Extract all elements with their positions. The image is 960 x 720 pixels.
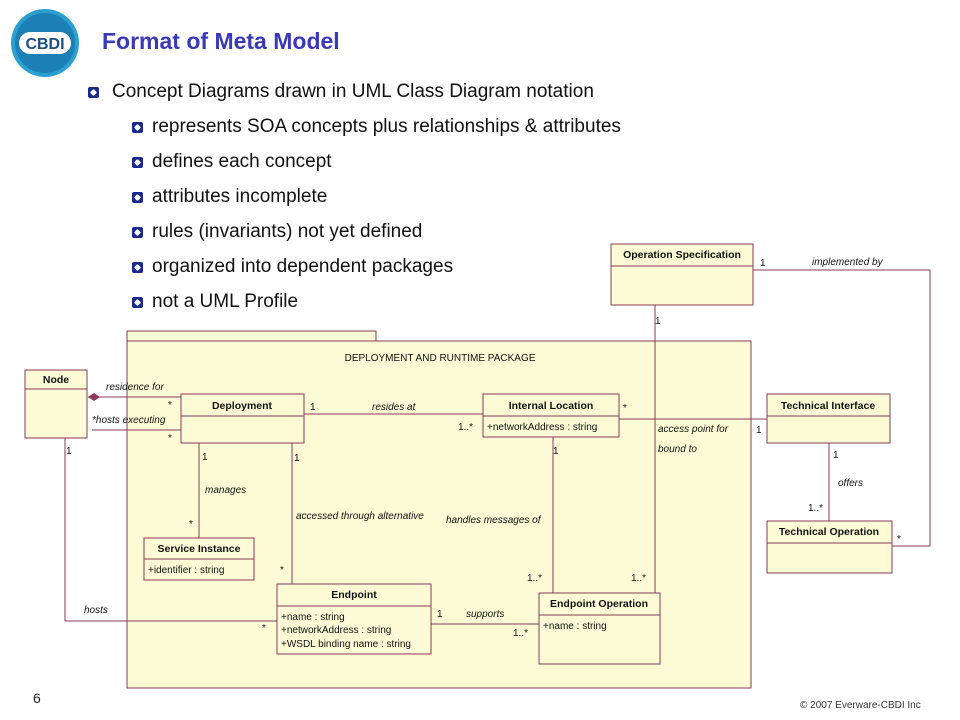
class-attribute: +WSDL binding name : string [281, 639, 411, 650]
bullet-icon [88, 87, 99, 98]
bullet-item: defines each concept [108, 150, 621, 174]
bullet-text: rules (invariants) not yet defined [152, 221, 423, 242]
rel-implemented-by: implemented by [812, 257, 884, 268]
rel-residence-for: residence for [106, 382, 164, 393]
bullet-item: Concept Diagrams drawn in UML Class Diag… [88, 80, 621, 104]
copyright: © 2007 Everware-CBDI Inc [800, 700, 921, 711]
mult-ti-access: 1 [756, 425, 762, 436]
class-technical-operation: Technical Operation [766, 520, 893, 574]
relationship-labels: residence for *hosts executing resides a… [84, 257, 884, 620]
class-endpoint: Endpoint +name : string +networkAddress … [276, 583, 432, 655]
rel-resides-at: resides at [372, 402, 417, 413]
bullet-icon [132, 227, 143, 238]
mult-node-residence: * [168, 400, 172, 411]
mult-eo-supports: 1..* [513, 628, 528, 639]
rel-supports: supports [466, 609, 504, 620]
mult-ti-offers: 1 [833, 450, 839, 461]
class-name: Technical Operation [779, 526, 879, 538]
mult-endpoint-deploy: * [280, 565, 284, 576]
rel-manages: manages [205, 485, 246, 496]
rel-accessed-through: accessed through alternative [296, 511, 424, 522]
package-name: DEPLOYMENT AND RUNTIME PACKAGE [345, 353, 536, 364]
bullet-icon [132, 122, 143, 133]
rel-hosts: hosts [84, 605, 108, 616]
mult-eo-handles: 1..* [527, 573, 542, 584]
rel-bound-to: bound to [658, 444, 697, 455]
bullet-icon [132, 262, 143, 273]
mult-eo-os: 1..* [631, 573, 646, 584]
class-name: Node [43, 374, 69, 386]
class-endpoint-operation: Endpoint Operation +name : string [538, 592, 661, 665]
class-name: Endpoint [331, 589, 377, 601]
class-attribute: +networkAddress : string [487, 422, 597, 433]
class-attribute: +name : string [281, 612, 345, 623]
bullet-icon [132, 297, 143, 308]
rel-hosts-executing: *hosts executing [92, 415, 166, 426]
page-title: Format of Meta Model [102, 28, 340, 54]
multiplicity-labels: * * 1 1 1..* * 1 * 1 * * 1 1..* 1 1..* 1… [66, 258, 901, 639]
bullet-list: Concept Diagrams drawn in UML Class Diag… [88, 80, 621, 325]
mult-deploy-endpoint: 1 [294, 453, 300, 464]
mult-deploy-resides: 1 [310, 402, 316, 413]
logo-text: CBDI [25, 36, 64, 53]
class-attribute: +name : string [543, 621, 607, 632]
rel-handles-messages: handles messages of [446, 515, 542, 526]
class-attribute: +networkAddress : string [281, 625, 391, 636]
class-service-instance: Service Instance +identifier : string [143, 537, 255, 581]
bullet-text: attributes incomplete [152, 186, 328, 207]
class-name: Service Instance [158, 543, 241, 555]
bullet-icon [132, 157, 143, 168]
mult-il-tech-interface: * [623, 403, 627, 414]
rel-access-point-for: access point for [658, 424, 729, 435]
bullet-text: defines each concept [152, 151, 332, 172]
bullet-item: rules (invariants) not yet defined [108, 220, 621, 244]
mult-to-offers: 1..* [808, 503, 823, 514]
class-internal-location: Internal Location +networkAddress : stri… [482, 393, 620, 438]
bullet-item: organized into dependent packages [108, 255, 621, 279]
bullet-icon [132, 192, 143, 203]
associations [64, 269, 931, 625]
mult-deploy-manages: 1 [202, 452, 208, 463]
bullet-item: represents SOA concepts plus relationshi… [108, 115, 621, 139]
class-technical-interface: Technical Interface [766, 393, 891, 444]
mult-to-implemented: * [897, 534, 901, 545]
mult-node-hosts: 1 [66, 446, 72, 457]
class-name: Internal Location [509, 400, 594, 412]
mult-endpoint-hosts: * [262, 623, 266, 634]
mult-os-eo: 1 [655, 316, 661, 327]
mult-si-manages: * [189, 519, 193, 530]
mult-os-implemented: 1 [760, 258, 766, 269]
cbdi-logo: CBDI [11, 9, 79, 77]
class-attribute: +identifier : string [148, 565, 224, 576]
class-node: Node [24, 369, 88, 439]
class-name: Endpoint Operation [550, 598, 648, 610]
class-deployment: Deployment [180, 393, 305, 444]
bullet-text: not a UML Profile [152, 291, 299, 312]
bullet-text: Concept Diagrams drawn in UML Class Diag… [112, 81, 594, 102]
page-number: 6 [33, 690, 41, 706]
class-name: Operation Specification [623, 249, 741, 261]
class-name: Deployment [212, 400, 273, 412]
mult-il-resides: 1..* [458, 422, 473, 433]
mult-endpoint-supports: 1 [437, 609, 443, 620]
class-name: Technical Interface [781, 400, 876, 412]
bullet-text: organized into dependent packages [152, 256, 454, 277]
mult-node-hosts-executing: * [168, 433, 172, 444]
bullet-item: not a UML Profile [108, 290, 621, 314]
bullet-item: attributes incomplete [108, 185, 621, 209]
bullet-text: represents SOA concepts plus relationshi… [152, 116, 621, 137]
class-operation-specification: Operation Specification [610, 243, 754, 306]
mult-il-handles: 1 [553, 446, 559, 457]
rel-offers: offers [838, 478, 863, 489]
